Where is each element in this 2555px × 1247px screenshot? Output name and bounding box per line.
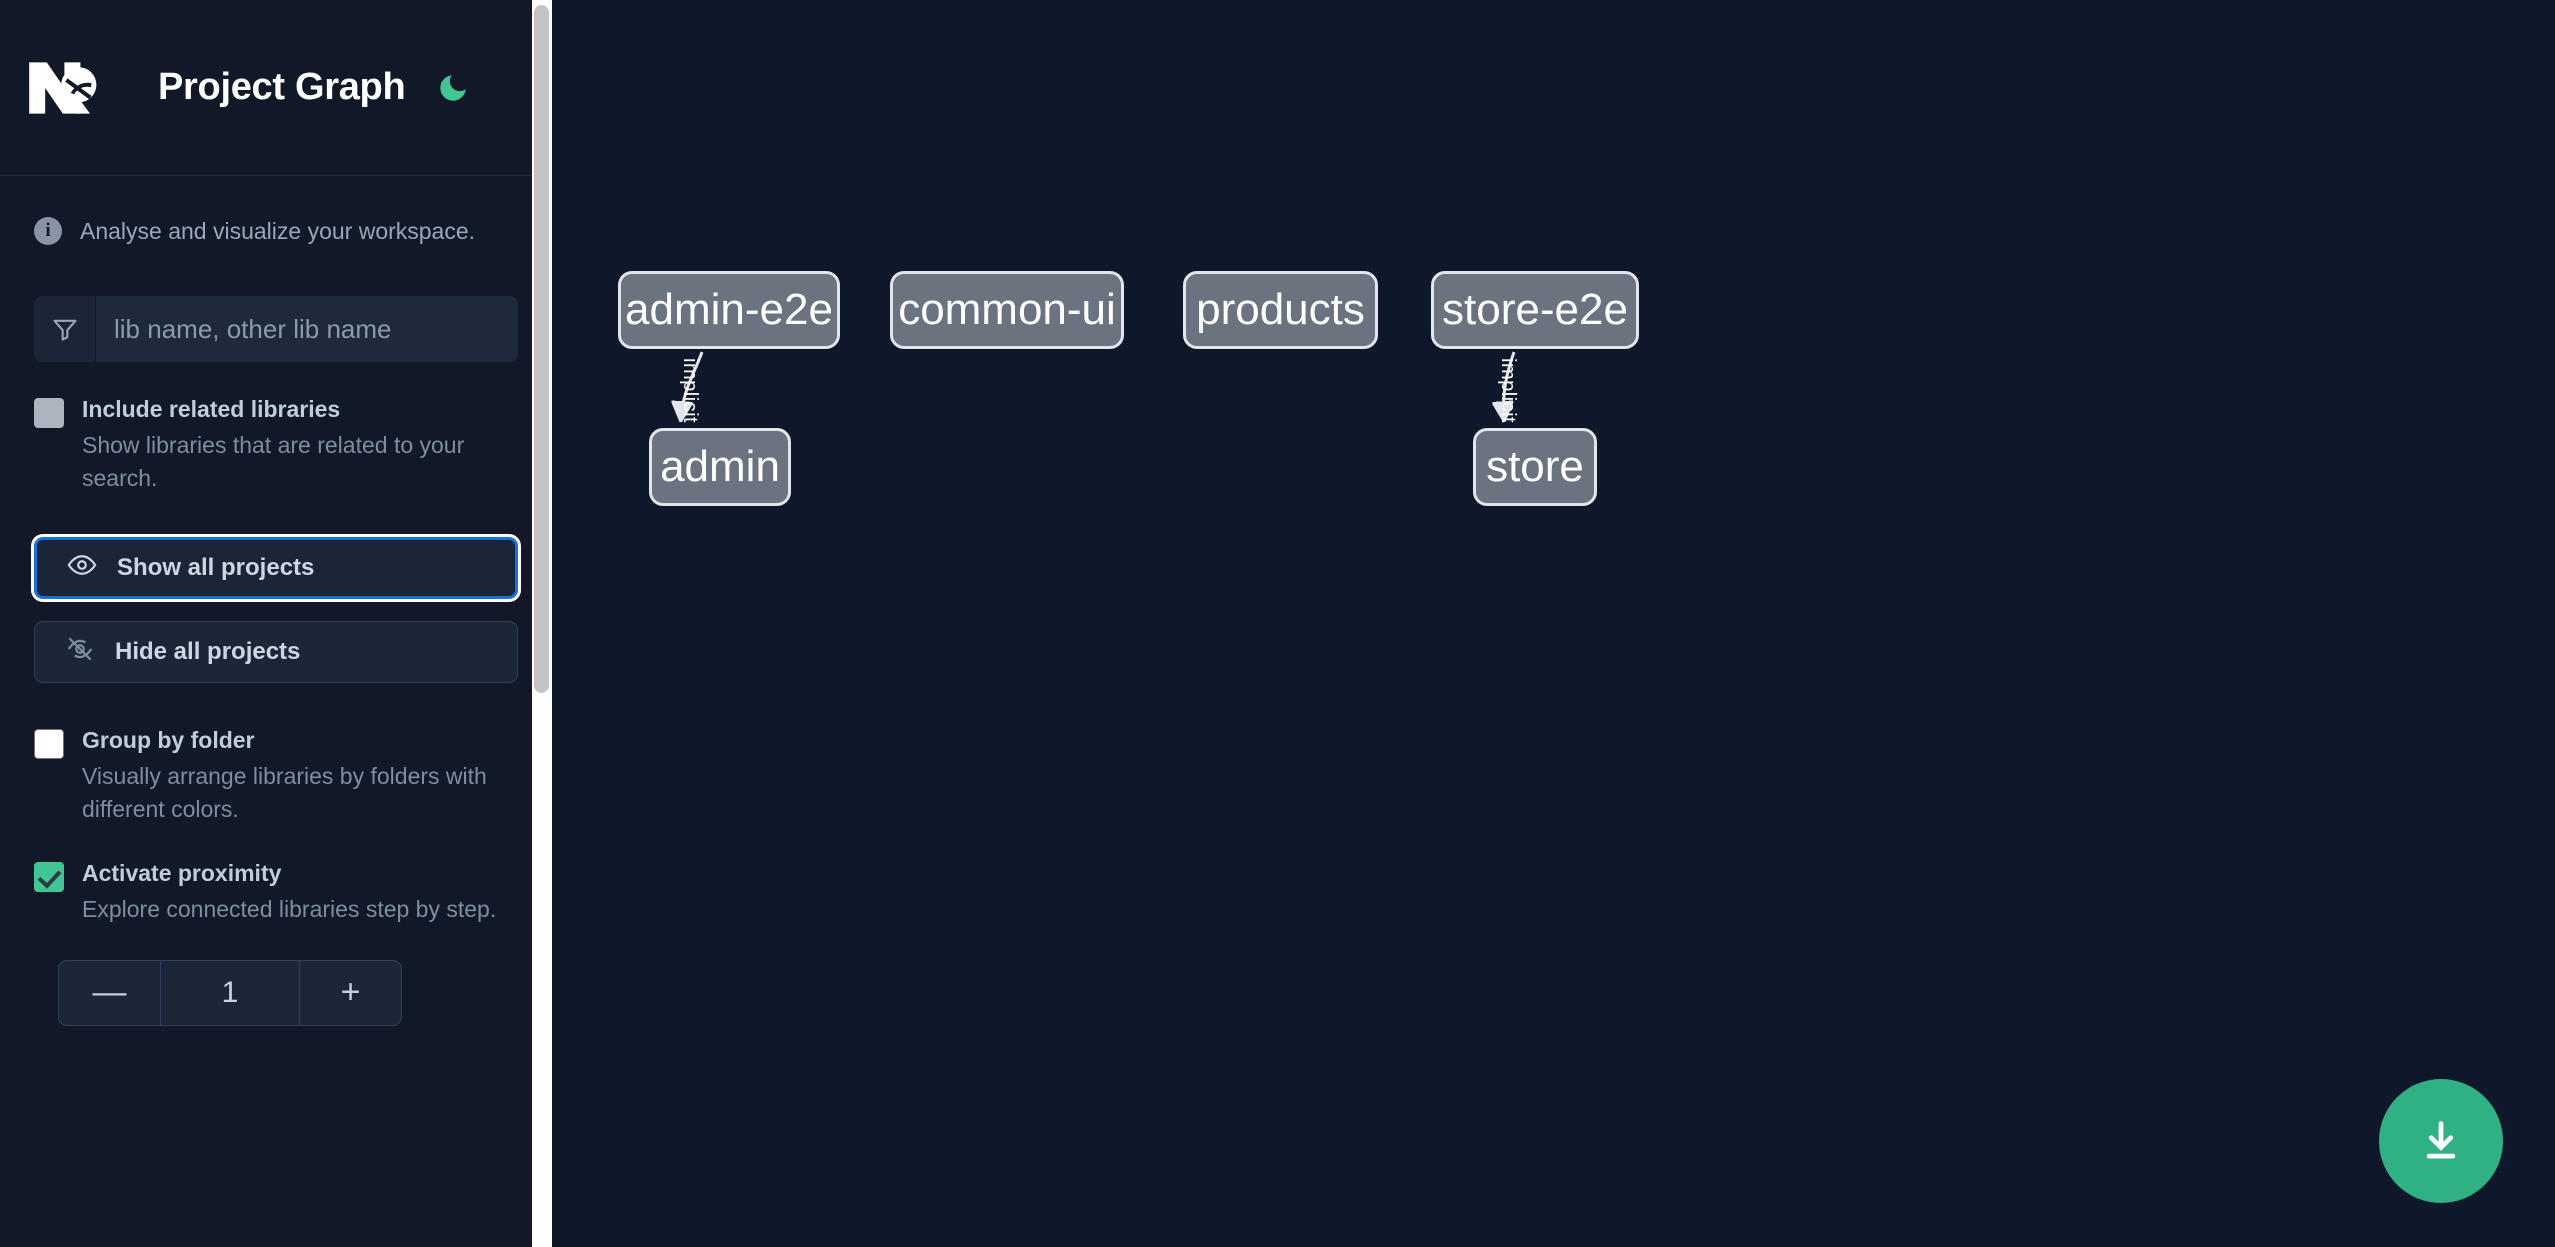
edge-store-e2e-store bbox=[1504, 351, 1516, 418]
graph-node-products[interactable]: products bbox=[1183, 271, 1378, 349]
search-bar[interactable] bbox=[34, 296, 518, 362]
group-by-folder-checkbox[interactable] bbox=[34, 728, 64, 759]
graph-node-admin[interactable]: admin bbox=[649, 428, 791, 506]
activate-proximity-label: Activate proximity bbox=[82, 859, 282, 886]
sidebar-header: Project Graph bbox=[0, 0, 552, 176]
info-icon: i bbox=[34, 217, 62, 245]
tagline-text: Analyse and visualize your workspace. bbox=[80, 217, 476, 244]
sidebar: Project Graph i Analyse and visualize yo… bbox=[0, 0, 552, 1247]
option-include-related-libraries[interactable]: Include related libraries Show libraries… bbox=[34, 396, 518, 495]
graph-canvas[interactable]: implicit implicit admin-e2e common-ui pr… bbox=[552, 0, 2555, 1247]
proximity-stepper[interactable]: — 1 + bbox=[58, 959, 402, 1026]
nx-logo-icon bbox=[26, 56, 122, 120]
download-image-button[interactable] bbox=[2379, 1079, 2503, 1203]
hide-all-projects-label: Hide all projects bbox=[115, 637, 301, 665]
download-icon bbox=[2426, 1121, 2456, 1159]
search-input[interactable] bbox=[96, 296, 518, 362]
graph-edges bbox=[552, 351, 1516, 1247]
proximity-increment-button[interactable]: + bbox=[299, 960, 401, 1025]
graph-node-common-ui[interactable]: common-ui bbox=[890, 271, 1124, 349]
moon-icon[interactable] bbox=[433, 68, 473, 108]
edge-label-admin-implicit: implicit bbox=[679, 358, 701, 424]
include-related-libraries-checkbox[interactable] bbox=[34, 398, 64, 428]
edge-label-store-implicit: implicit bbox=[1497, 358, 1519, 424]
activate-proximity-checkbox[interactable] bbox=[34, 861, 64, 892]
include-related-libraries-description: Show libraries that are related to your … bbox=[82, 432, 465, 492]
include-related-libraries-label: Include related libraries bbox=[82, 396, 341, 422]
option-group-by-folder[interactable]: Group by folder Visually arrange librari… bbox=[34, 727, 518, 826]
edge-admin-e2e-admin bbox=[681, 351, 704, 418]
show-all-projects-label: Show all projects bbox=[117, 553, 315, 581]
graph-node-store-e2e[interactable]: store-e2e bbox=[1431, 271, 1639, 349]
option-activate-proximity[interactable]: Activate proximity Explore connected lib… bbox=[34, 860, 518, 926]
activate-proximity-description: Explore connected libraries step by step… bbox=[82, 895, 497, 922]
group-by-folder-label: Group by folder bbox=[82, 726, 255, 753]
tagline: i Analyse and visualize your workspace. bbox=[34, 176, 518, 280]
group-by-folder-description: Visually arrange libraries by folders wi… bbox=[82, 763, 487, 822]
proximity-value: 1 bbox=[221, 975, 239, 1009]
hide-all-projects-button[interactable]: Hide all projects bbox=[34, 620, 518, 683]
graph-node-admin-e2e[interactable]: admin-e2e bbox=[618, 271, 840, 349]
filter-funnel-icon bbox=[34, 296, 96, 362]
eye-icon bbox=[67, 550, 97, 585]
graph-node-store[interactable]: store bbox=[1473, 428, 1597, 506]
proximity-decrement-button[interactable]: — bbox=[59, 960, 161, 1025]
eye-off-icon bbox=[65, 634, 95, 669]
page-title: Project Graph bbox=[158, 66, 406, 108]
sidebar-body: i Analyse and visualize your workspace. … bbox=[0, 176, 552, 1026]
sidebar-scrollbar[interactable] bbox=[532, 0, 552, 1247]
sidebar-scrollbar-thumb[interactable] bbox=[534, 5, 549, 693]
show-all-projects-button[interactable]: Show all projects bbox=[34, 536, 518, 599]
